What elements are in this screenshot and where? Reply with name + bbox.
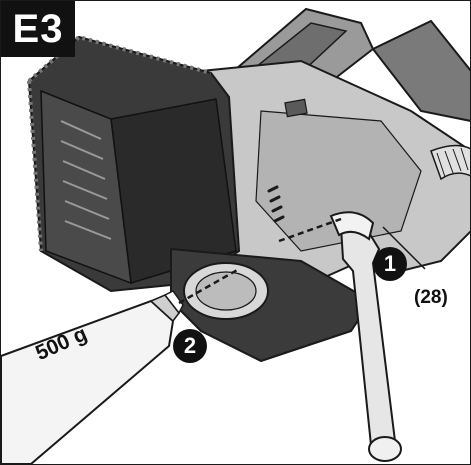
wrench-ring	[368, 436, 402, 462]
switch	[284, 98, 308, 118]
handle-end	[371, 19, 470, 122]
hose	[430, 144, 470, 181]
battery-side	[40, 89, 132, 285]
battery-rim	[27, 34, 212, 83]
grease-tube	[1, 299, 175, 464]
reference-label: (28)	[414, 287, 448, 308]
step-label: E3	[1, 1, 75, 57]
wrench-jaw	[329, 211, 375, 241]
callout-1: 1	[373, 247, 407, 281]
reference-leader	[382, 226, 426, 270]
callout-2: 2	[173, 329, 207, 363]
body-shading	[255, 110, 422, 252]
battery-fins	[60, 120, 112, 240]
application-lines	[178, 217, 342, 305]
vents	[267, 185, 285, 223]
hose-ribs	[436, 147, 469, 178]
